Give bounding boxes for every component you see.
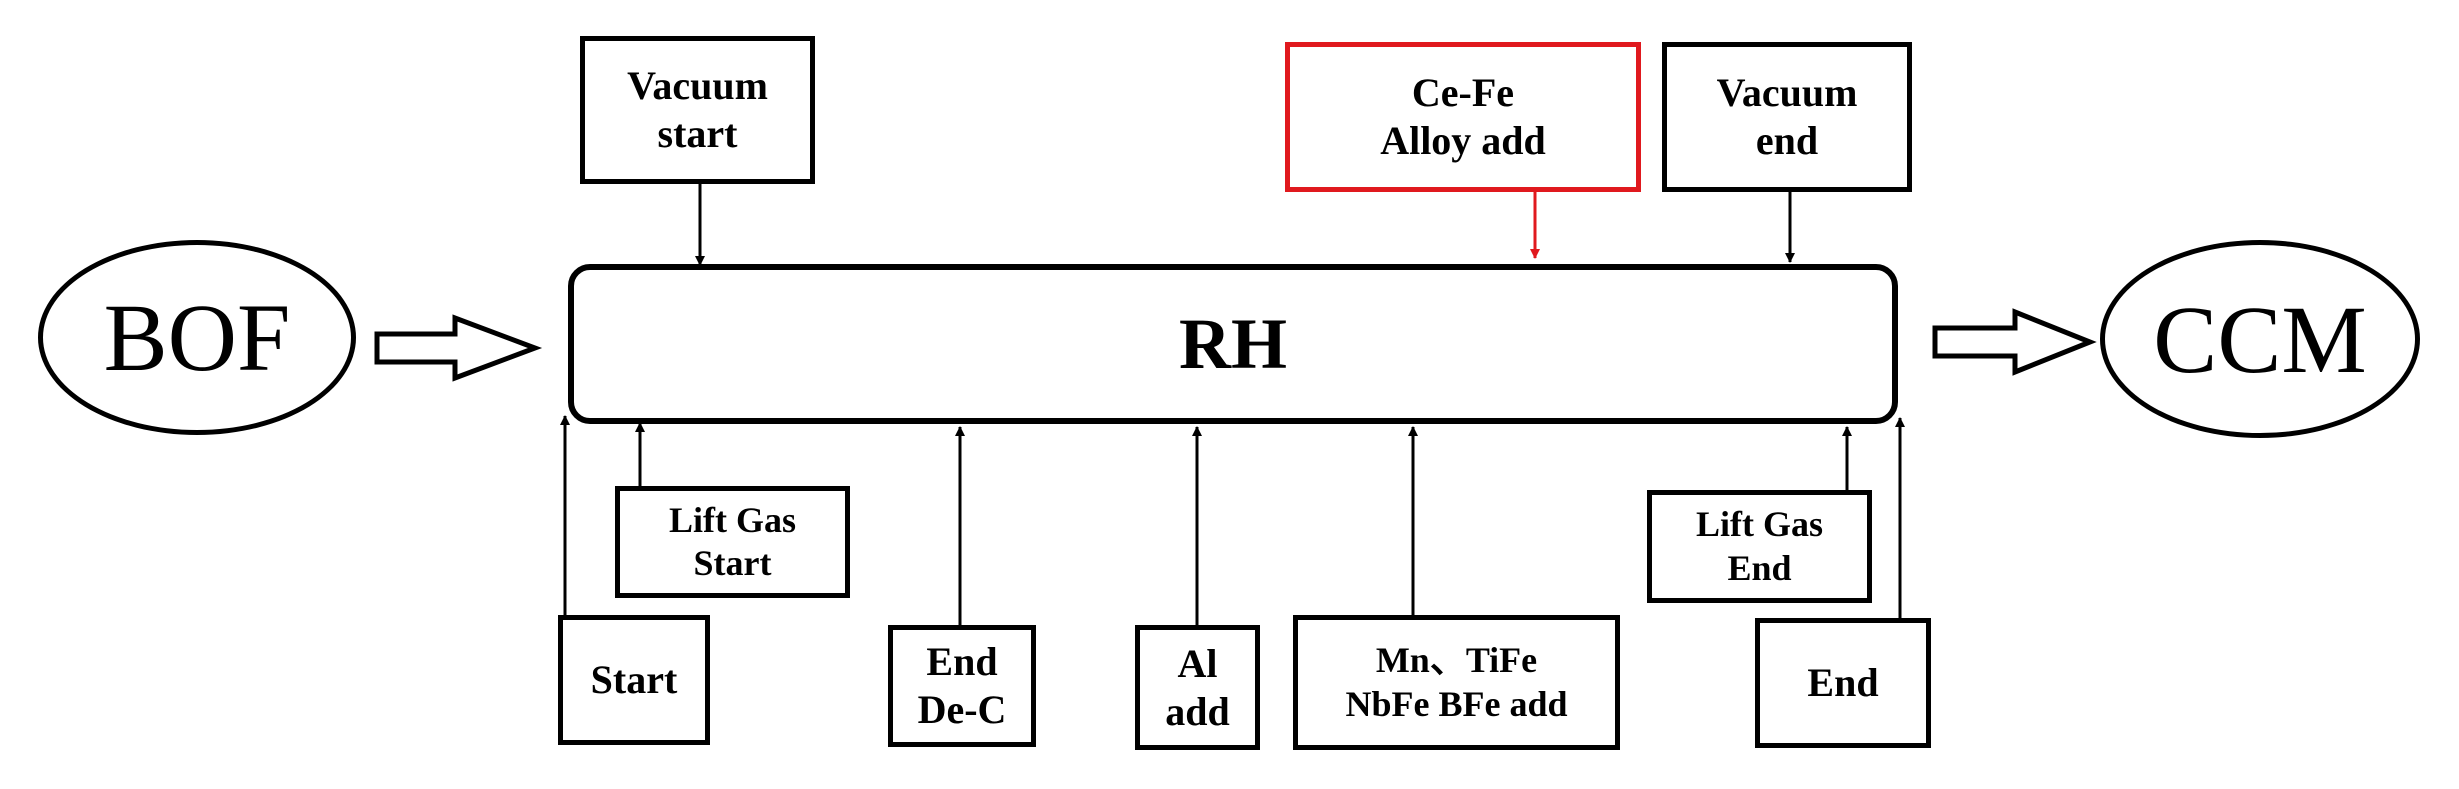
ccm-oval: CCM xyxy=(2100,240,2420,438)
alloy-add-box: Mn、TiFe NbFe BFe add xyxy=(1293,615,1620,750)
al-add-label: Al add xyxy=(1165,640,1230,734)
cefe-alloy-label: Ce-Fe Alloy add xyxy=(1380,70,1546,163)
end-dec-box: End De-C xyxy=(888,625,1036,747)
end-label: End xyxy=(1807,660,1879,705)
vacuum-start-box: Vacuum start xyxy=(580,36,815,184)
vacuum-start-label: Vacuum start xyxy=(627,63,768,156)
bof-label: BOF xyxy=(103,284,291,391)
ccm-label: CCM xyxy=(2153,285,2367,393)
al-add-box: Al add xyxy=(1135,625,1260,750)
rh-label: RH xyxy=(1179,303,1287,384)
rh-process-box: RH xyxy=(568,264,1898,424)
start-label: Start xyxy=(590,657,678,702)
lift-gas-end-box: Lift Gas End xyxy=(1647,490,1872,603)
alloy-add-label: Mn、TiFe NbFe BFe add xyxy=(1345,640,1568,724)
flow-arrow-rh-to-ccm xyxy=(1932,308,2097,376)
vacuum-end-label: Vacuum end xyxy=(1716,70,1858,163)
cefe-alloy-box: Ce-Fe Alloy add xyxy=(1285,42,1641,192)
vacuum-end-box: Vacuum end xyxy=(1662,42,1912,192)
lift-gas-start-label: Lift Gas Start xyxy=(668,499,796,583)
flow-arrow-bof-to-rh xyxy=(374,314,543,382)
start-box: Start xyxy=(558,615,710,745)
end-box: End xyxy=(1755,618,1931,748)
lift-gas-start-box: Lift Gas Start xyxy=(615,486,850,598)
bof-oval: BOF xyxy=(38,240,356,435)
lift-gas-end-label: Lift Gas End xyxy=(1695,504,1823,588)
end-dec-label: End De-C xyxy=(917,639,1007,732)
